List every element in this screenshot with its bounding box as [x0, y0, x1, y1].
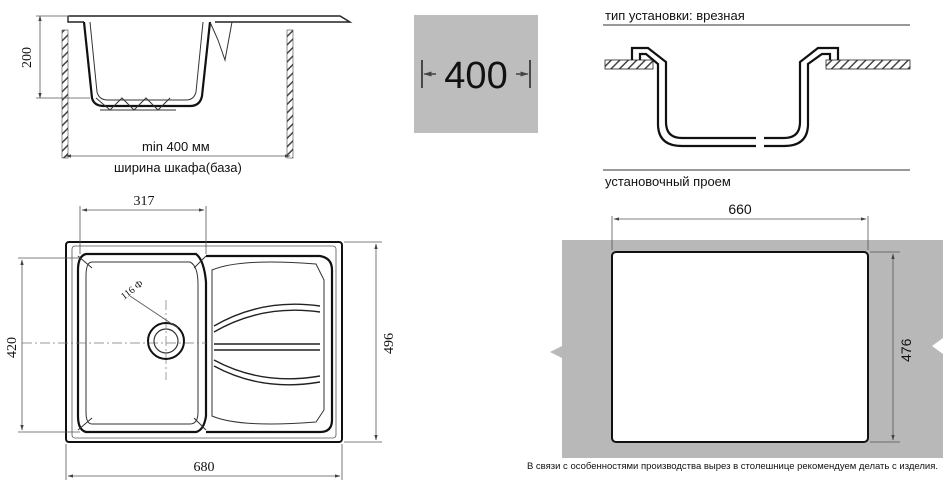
inner-width-label: 317 [134, 194, 155, 209]
sink-outer-rim [65, 241, 343, 443]
countertop-right [825, 59, 911, 70]
cabinet-badge-value: 400 [444, 55, 507, 97]
cabinet-badge: 400 [414, 15, 538, 133]
bowl-outline [76, 252, 208, 434]
cutout-opening [611, 251, 869, 443]
drainer-outline [206, 254, 334, 434]
outer-width-label: 680 [194, 460, 215, 475]
install-type-title: тип установки: врезная [605, 8, 745, 23]
footnote: В связи с особенностями производства выр… [527, 461, 938, 472]
cutout-height-label: 476 [898, 338, 914, 362]
cutout-width-label: 660 [728, 201, 752, 217]
drain-label: 116 Ф [119, 278, 146, 302]
top-view: 116 Ф 317 420 496 680 [5, 194, 397, 480]
outer-height-label: 496 [382, 333, 397, 354]
side-caption: ширина шкафа(база) [114, 160, 242, 175]
drain-hole [147, 322, 185, 360]
inner-height-label: 420 [5, 337, 20, 358]
side-view: 200 min 400 мм ширина шкафа(база) [20, 15, 353, 175]
countertop-left [604, 59, 654, 70]
side-height-label: 200 [20, 47, 35, 68]
cabinet-wall-right [286, 29, 294, 159]
cutout-section: установочный проем 660 476 [550, 174, 943, 458]
cabinet-wall-left [61, 29, 69, 159]
side-width-label: min 400 мм [142, 139, 210, 154]
cutout-title: установочный проем [605, 174, 731, 189]
install-type-section: тип установки: врезная [603, 8, 911, 171]
